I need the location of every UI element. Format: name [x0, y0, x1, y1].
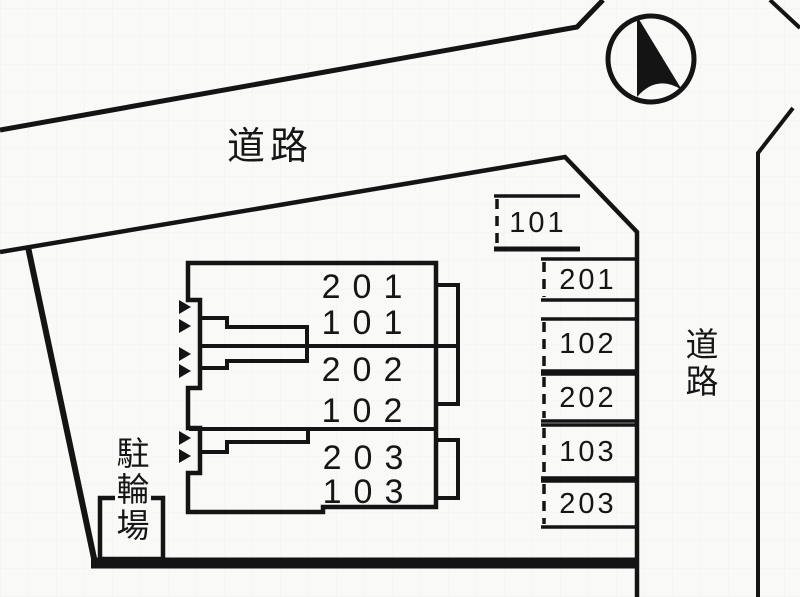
site-boundary-west — [25, 246, 98, 564]
road-right-label: 道路 — [685, 326, 719, 400]
room-label: 103 — [323, 473, 416, 511]
building — [185, 260, 460, 515]
road-right-outer-edge — [756, 106, 795, 597]
parking-space-label: 202 — [559, 382, 616, 414]
room-label: 102 — [322, 392, 415, 430]
entrance-arrow-icon — [179, 364, 191, 378]
entrance-arrow-icon — [179, 347, 191, 361]
entrance-arrow-icon — [179, 300, 191, 314]
room-label: 202 — [322, 351, 415, 389]
parking-space-label: 203 — [559, 488, 616, 520]
balcony-2 — [434, 438, 460, 500]
site-boundary-north-east — [0, 154, 640, 597]
entry-corridor-3-wall — [200, 430, 310, 454]
road-top-upper-edge — [0, 0, 605, 133]
parking-space-label: 102 — [559, 328, 616, 360]
room-label: 203 — [323, 439, 416, 477]
room-label: 201 — [322, 268, 415, 306]
road-corner-edge — [768, 0, 800, 30]
bike-parking-label: 駐輪場 — [115, 435, 151, 544]
parking-space-label: 103 — [559, 436, 616, 468]
compass-needle — [637, 16, 682, 97]
building-outline — [185, 260, 439, 515]
entrance-arrow-icon — [179, 431, 191, 445]
entrance-arrow-icon — [179, 449, 191, 463]
north-arrow-icon — [605, 13, 697, 105]
entry-corridor-upper-wall — [200, 316, 309, 346]
road-top-label: 道路 — [227, 126, 313, 168]
parking-spaces — [494, 194, 637, 529]
parking-space-label: 201 — [559, 264, 616, 296]
entrance-arrow-icon — [179, 319, 191, 333]
entry-corridor-lower-wall — [200, 347, 309, 370]
compass-circle — [605, 13, 697, 105]
room-label: 101 — [322, 304, 415, 342]
parking-space-label: 101 — [509, 207, 566, 239]
entrance-arrows — [179, 300, 191, 463]
